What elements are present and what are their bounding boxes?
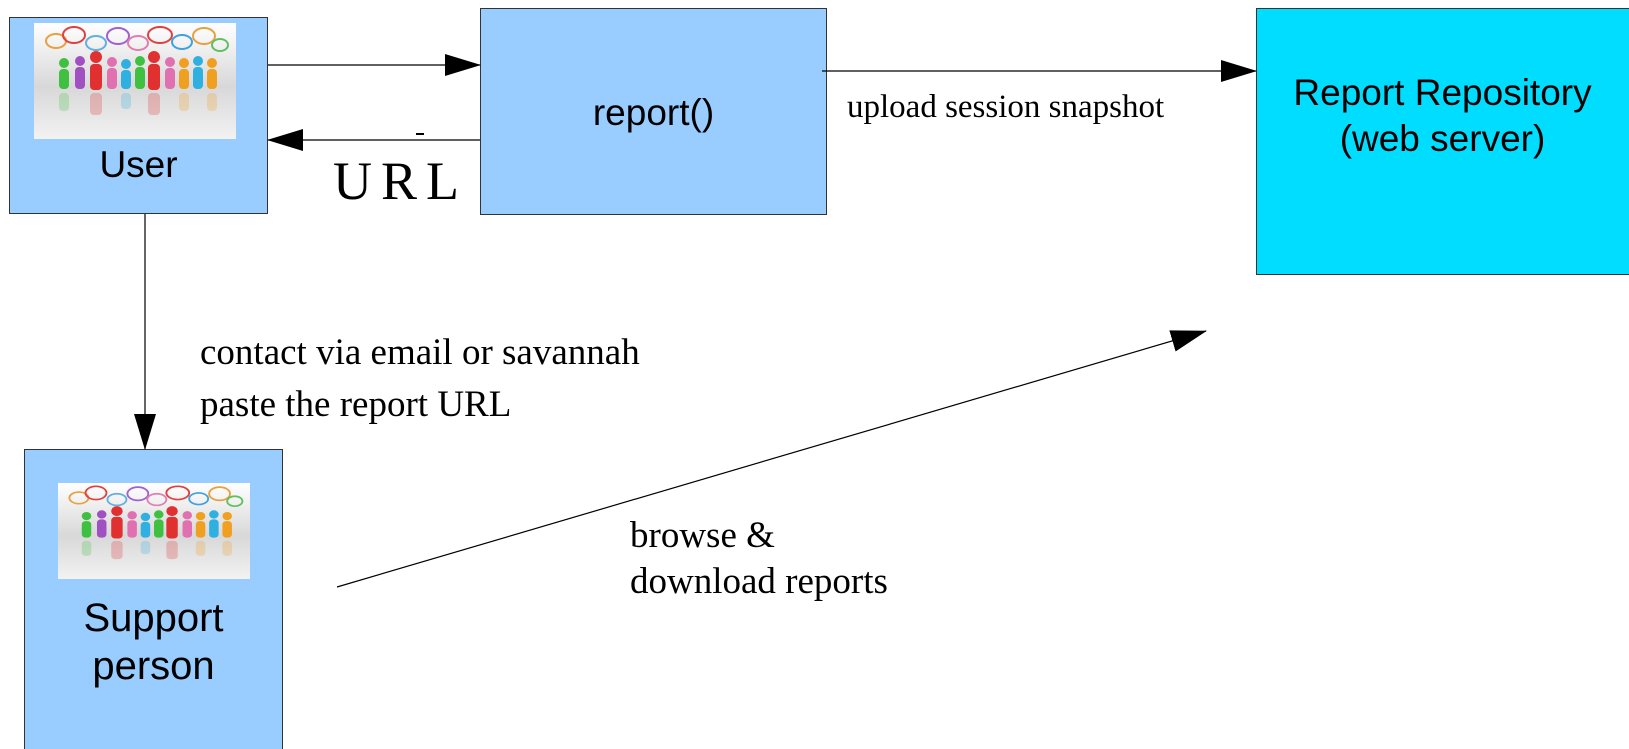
support-label: Support person (24, 594, 283, 690)
repository-node (1256, 8, 1629, 275)
repository-label-line1: Report Repository (1293, 72, 1592, 113)
people-crowd-icon (58, 483, 250, 579)
edge-label-url: URL (333, 151, 468, 211)
repository-label: Report Repository (web server) (1256, 70, 1629, 162)
support-label-line2: person (92, 644, 215, 688)
user-label: User (99, 144, 178, 185)
report-node (480, 8, 827, 215)
edge-label-contact-line1: contact via email or savannah (200, 332, 640, 373)
edge-label-contact-line2: paste the report URL (200, 384, 512, 425)
arrow-support-to-repository (336, 330, 1207, 588)
edge-label-contact: contact via email or savannah paste the … (200, 327, 640, 431)
people-crowd-icon (34, 23, 236, 139)
edge-label-browse: browse & download reports (630, 513, 888, 605)
edge-label-upload: upload session snapshot (847, 89, 1165, 125)
support-label-line1: Support (83, 596, 224, 640)
edge-label-browse-line2: download reports (630, 561, 888, 602)
edge-label-browse-line1: browse & (630, 515, 775, 556)
repository-label-line2: (web server) (1339, 118, 1546, 159)
report-label: report() (592, 92, 715, 133)
